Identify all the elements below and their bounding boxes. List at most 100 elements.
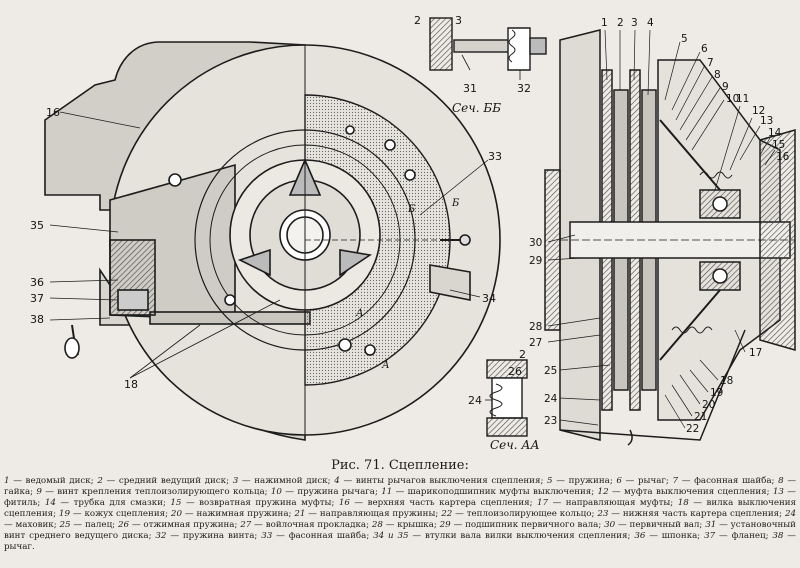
- legend-text: — фасонная шайба;: [678, 476, 779, 486]
- svg-text:15: 15: [772, 139, 785, 151]
- legend-entry: 12 — муфта выключения сцепления;: [598, 487, 773, 497]
- legend-entry: 20 — нажимная пружина;: [171, 509, 294, 519]
- left-front-view: [44, 41, 501, 441]
- legend-text: — рычаг;: [621, 476, 673, 486]
- legend-entry: 22 — теплоизолирующее кольцо;: [441, 509, 597, 519]
- svg-text:26: 26: [508, 365, 522, 378]
- svg-text:21: 21: [694, 411, 707, 423]
- legend-number: 25: [59, 520, 71, 530]
- legend-text: — трубка для смазки;: [55, 498, 171, 508]
- legend-text: — кожух сцепления;: [69, 509, 171, 519]
- left-callout-labels: 16 35 36 37 38 18 33 34: [30, 106, 502, 391]
- svg-text:23: 23: [544, 415, 557, 427]
- legend-number: 30: [604, 520, 616, 530]
- svg-text:14: 14: [768, 127, 782, 139]
- legend-text: — втулки вала вилки выключения сцепления…: [408, 531, 635, 541]
- legend-entry: 17 — направляющая муфты;: [537, 498, 678, 508]
- svg-text:9: 9: [722, 81, 729, 93]
- legend-entry: 38 — рычаг.: [4, 531, 796, 552]
- section-aa-labels: 2 26 24 Сеч. АА: [468, 348, 540, 452]
- legend-text: — фитиль;: [4, 487, 796, 508]
- svg-text:11: 11: [736, 93, 749, 105]
- legend-number: 6: [616, 476, 622, 486]
- legend-entry: 24 — маховик;: [4, 509, 796, 530]
- legend-entry: 9 — винт крепления теплоизолирующего кол…: [36, 487, 271, 497]
- legend-text: — фасонная шайба;: [272, 531, 374, 541]
- right-callout-labels: 1 2 3 4 5 6 7 8 9 10 11 12 13 14 15 16 3…: [529, 17, 790, 435]
- legend-text: — шпонка;: [645, 531, 705, 541]
- legend-text: — крышка;: [382, 520, 440, 530]
- section-letters: Б Б А А: [355, 198, 460, 371]
- svg-text:10: 10: [726, 93, 739, 105]
- legend-text: — палец;: [70, 520, 118, 530]
- svg-text:18: 18: [720, 375, 733, 387]
- legend-number: 7: [672, 476, 679, 486]
- legend-number: 23: [597, 509, 609, 519]
- legend-number: 22: [441, 509, 453, 519]
- legend-text: — шарикоподшипник муфты выключения;: [392, 487, 598, 497]
- legend-text: — нижняя часть картера сцепления;: [608, 509, 785, 519]
- legend-text: — рычаг.: [4, 531, 796, 552]
- legend-text: — пружина;: [552, 476, 617, 486]
- section-aa-title: Сеч. АА: [490, 438, 540, 452]
- legend-text: — муфта выключения сцепления;: [608, 487, 773, 497]
- svg-text:16: 16: [776, 151, 790, 163]
- legend-entry: 37 — фланец;: [704, 531, 772, 541]
- legend-number: 26: [117, 520, 129, 530]
- svg-text:24: 24: [544, 393, 558, 405]
- callout-33: 33: [488, 150, 502, 163]
- legend-entry: 36 — шпонка;: [634, 531, 704, 541]
- legend-text: — верхняя часть картера сцепления;: [349, 498, 538, 508]
- legend-entry: 33 — фасонная шайба;: [261, 531, 373, 541]
- svg-text:1: 1: [601, 17, 608, 29]
- svg-text:13: 13: [760, 115, 773, 127]
- svg-text:3: 3: [455, 14, 462, 27]
- svg-text:8: 8: [714, 69, 721, 81]
- svg-text:5: 5: [681, 33, 688, 45]
- legend-entry: 13 — фитиль;: [4, 487, 796, 508]
- svg-text:20: 20: [702, 399, 715, 411]
- legend-entry: 2 — средний ведущий диск;: [97, 476, 232, 486]
- legend-entry: 11 — шарикоподшипник муфты выключения;: [381, 487, 597, 497]
- legend-text: — установочный винт среднего ведущего ди…: [4, 520, 796, 541]
- legend-entry: 19 — кожух сцепления;: [59, 509, 171, 519]
- legend-entry: 14 — трубка для смазки;: [45, 498, 171, 508]
- legend-number: 8: [778, 476, 784, 486]
- legend-number: 11: [381, 487, 393, 497]
- legend-entry: 3 — нажимной диск;: [233, 476, 335, 486]
- legend-entry: 32 — пружина винта;: [155, 531, 261, 541]
- callout-18: 18: [124, 378, 138, 391]
- svg-text:12: 12: [752, 105, 765, 117]
- svg-text:30: 30: [529, 237, 542, 249]
- legend-number: 32: [155, 531, 167, 541]
- legend-number: 1: [4, 476, 10, 486]
- callout-16: 16: [46, 106, 60, 119]
- callout-37: 37: [30, 292, 44, 305]
- legend-number: 17: [537, 498, 549, 508]
- left-callout-leaders: [49, 111, 489, 379]
- legend-text: — вилка выключения сцепления;: [4, 498, 796, 519]
- callout-38: 38: [30, 313, 44, 326]
- legend-entry: 16 — верхняя часть картера сцепления;: [339, 498, 537, 508]
- legend-entry: 5 — пружина;: [547, 476, 616, 486]
- legend-entry: 26 — отжимная пружина;: [118, 520, 240, 530]
- svg-text:32: 32: [517, 82, 531, 95]
- right-sectional-view: [544, 29, 796, 446]
- section-bb-labels: 2 3 31 32 Сеч. ББ: [414, 14, 531, 115]
- svg-text:27: 27: [529, 337, 542, 349]
- legend-number: 33: [261, 531, 273, 541]
- legend-text: — первичный вал;: [615, 520, 706, 530]
- legend-number: 19: [58, 509, 70, 519]
- figure-caption: Рис. 71. Сцепление:: [331, 458, 469, 473]
- legend-entry: 25 — палец;: [60, 520, 118, 530]
- legend-entry: 10 — пружина рычага;: [271, 487, 381, 497]
- callout-36: 36: [30, 276, 44, 289]
- legend-entry: 21 — направляющая пружины;: [294, 509, 441, 519]
- legend-number: 38: [772, 531, 784, 541]
- legend-entry: 27 — войлочная прокладка;: [240, 520, 372, 530]
- bolt-holes: [168, 125, 416, 356]
- legend-text: — винт крепления теплоизолирующего кольц…: [41, 487, 271, 497]
- svg-text:2: 2: [617, 17, 624, 29]
- legend-text: — винты рычагов выключения сцепления;: [339, 476, 548, 486]
